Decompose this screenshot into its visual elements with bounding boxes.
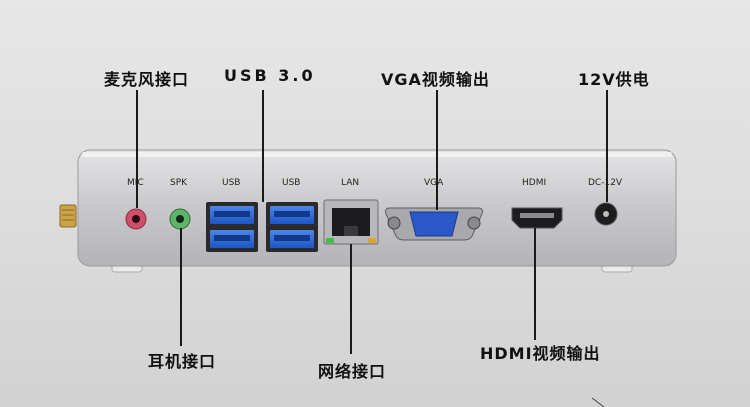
chassis-top-edge bbox=[82, 152, 672, 157]
mic-jack bbox=[125, 208, 147, 230]
port-label-vga: VGA bbox=[424, 178, 444, 188]
usb-port-stack-2 bbox=[266, 202, 318, 252]
hdmi-port bbox=[511, 207, 563, 229]
port-label-usb-1: USB bbox=[222, 178, 241, 188]
leader-line-usb bbox=[262, 90, 264, 202]
leader-line-headphone bbox=[180, 228, 182, 346]
decorative-stroke bbox=[591, 397, 605, 407]
leader-line-vga bbox=[436, 90, 438, 210]
port-label-dc: DC-12V bbox=[588, 178, 622, 188]
callout-headphone: 耳机接口 bbox=[148, 352, 217, 371]
callout-lan: 网络接口 bbox=[318, 362, 387, 381]
leader-line-hdmi bbox=[534, 228, 536, 340]
leader-line-mic bbox=[136, 90, 138, 208]
wifi-antenna-connector bbox=[59, 204, 77, 228]
callout-vga: VGA视频输出 bbox=[381, 70, 490, 89]
port-label-lan: LAN bbox=[341, 178, 360, 188]
callout-power: 12V供电 bbox=[578, 70, 650, 89]
usb-port-stack-1 bbox=[206, 202, 258, 252]
callout-usb3: USB 3.0 bbox=[224, 66, 316, 85]
callout-hdmi: HDMI视频输出 bbox=[480, 344, 601, 363]
leader-line-lan bbox=[350, 244, 352, 354]
vga-port bbox=[385, 207, 483, 241]
dc-power-jack bbox=[594, 202, 618, 226]
port-label-hdmi: HDMI bbox=[522, 178, 547, 188]
leader-line-power bbox=[606, 90, 608, 202]
spk-jack bbox=[169, 208, 191, 230]
callout-mic: 麦克风接口 bbox=[104, 70, 190, 89]
port-label-spk: SPK bbox=[170, 178, 188, 188]
port-label-mic: MIC bbox=[127, 178, 144, 188]
port-label-usb-2: USB bbox=[282, 178, 301, 188]
lan-port bbox=[323, 199, 379, 245]
